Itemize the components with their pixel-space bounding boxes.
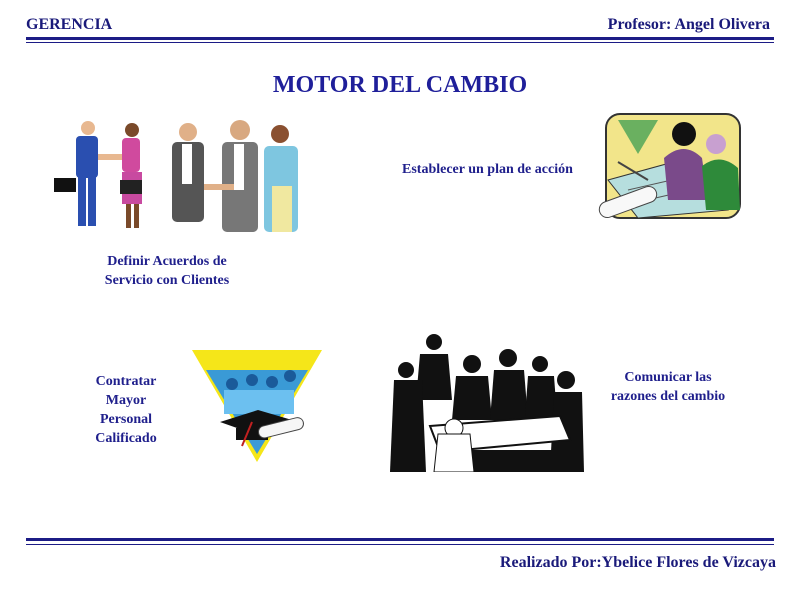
caption-acuerdos-line2: Servicio con Clientes bbox=[104, 273, 230, 288]
caption-acuerdos: Definir Acuerdos de Servicio con Cliente… bbox=[82, 252, 252, 290]
caption-contratar-line1: Contratar bbox=[95, 374, 157, 389]
caption-contratar: Contratar Mayor Personal Calificado bbox=[76, 372, 176, 448]
footer-credit: Realizado Por:Ybelice Flores de Vizcaya bbox=[499, 554, 776, 571]
header-right-label: Profesor: Angel Olivera bbox=[607, 16, 770, 33]
footer-rule-thin bbox=[26, 544, 774, 545]
caption-comunicar-line2: razones del cambio bbox=[610, 389, 726, 404]
header-rule-thin bbox=[26, 42, 774, 43]
caption-plan: Establecer un plan de acción bbox=[402, 162, 573, 177]
header-left-label: GERENCIA bbox=[26, 16, 113, 33]
graduation-icon bbox=[192, 350, 322, 462]
footer-rule bbox=[26, 538, 774, 541]
caption-contratar-line3: Personal bbox=[99, 412, 153, 427]
meeting-icon bbox=[390, 330, 584, 472]
caption-acuerdos-line1: Definir Acuerdos de bbox=[107, 254, 227, 269]
header-rule bbox=[26, 37, 774, 40]
page-title: MOTOR DEL CAMBIO bbox=[272, 72, 528, 98]
caption-contratar-line4: Calificado bbox=[95, 431, 157, 446]
caption-comunicar: Comunicar las razones del cambio bbox=[590, 368, 746, 406]
planning-icon bbox=[598, 113, 741, 219]
caption-contratar-line2: Mayor bbox=[105, 393, 147, 408]
handshake-icon bbox=[54, 120, 298, 232]
caption-comunicar-line1: Comunicar las bbox=[624, 370, 712, 385]
